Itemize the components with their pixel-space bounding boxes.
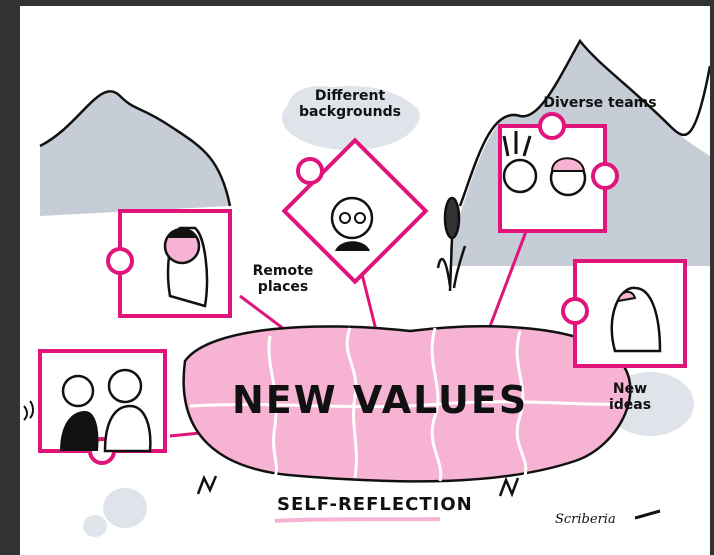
label-new-ideas: New ideas: [608, 381, 652, 414]
puzzle-lines: [189, 327, 621, 482]
cloud-bottom-left: [103, 488, 147, 528]
signature: Scriberia: [555, 512, 616, 527]
reed-icon: [436, 196, 467, 292]
label-remote-places: Remote places: [252, 263, 314, 296]
puzzle-different-backgrounds: [281, 137, 429, 285]
puzzle-new-ideas: [561, 259, 687, 368]
footer-title: SELF-REFLECTION: [277, 494, 473, 515]
puzzle-two-people: [23, 349, 167, 465]
puzzle-diverse-teams: [498, 112, 619, 233]
footer-underline: [274, 517, 441, 523]
illustration-svg: [23, 38, 710, 537]
center-title: NEW VALUES: [232, 378, 529, 422]
label-diverse-teams: Diverse teams: [543, 95, 657, 111]
illustration-canvas: Different backgrounds Diverse teams Remo…: [20, 6, 710, 555]
label-different-backgrounds: Different backgrounds: [299, 88, 401, 121]
mountain-left: [40, 91, 230, 216]
grass-marks: [196, 474, 520, 498]
pen-icon: [634, 509, 661, 520]
puzzle-remote-places: [106, 209, 232, 318]
